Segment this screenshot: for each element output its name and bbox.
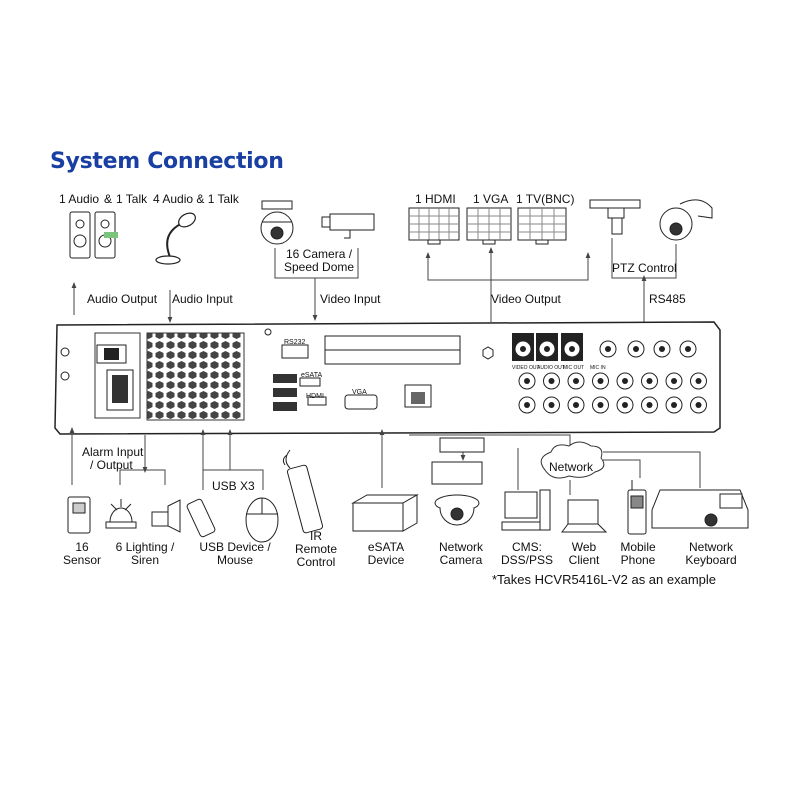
bnc-connector-pin: [548, 378, 555, 384]
label-ampersand: &: [104, 192, 113, 206]
bnc-connector-pin: [569, 346, 575, 352]
port-esata: eSATA: [301, 372, 323, 379]
label-video-output: Video Output: [491, 292, 561, 306]
web-client-laptop-icon: [561, 499, 608, 533]
bnc-connector-pin: [685, 346, 691, 352]
label-1-tv-bnc: 1 TV(BNC): [516, 192, 575, 206]
label-1-audio: 1 Audio: [59, 192, 100, 206]
network-cloud: [540, 441, 605, 479]
sensor-icon: [67, 496, 91, 534]
port-audio-out: AUDIO OUT: [537, 365, 565, 371]
ir-remote-icon: [282, 449, 324, 534]
bnc-connector-pin: [605, 346, 611, 352]
bnc-connector-pin: [659, 346, 665, 352]
siren-icon: [105, 499, 137, 529]
device-label-cms: CMS:DSS/PSS: [500, 540, 554, 567]
label-1-hdmi: 1 HDMI: [415, 192, 456, 206]
bnc-connector-pin: [633, 346, 639, 352]
bnc-connector-pin: [573, 378, 579, 384]
bnc-connector-pin: [622, 402, 628, 408]
wall-dome-camera-icon: [659, 199, 713, 241]
bnc-connector-pin: [671, 378, 677, 384]
bnc-connector-pin: [646, 402, 653, 408]
label-1-talk: 1 Talk: [116, 192, 148, 206]
box-camera-icon: [321, 213, 375, 239]
bnc-connector-pin: [544, 346, 550, 352]
device-label-lighting: 6 Lighting /Siren: [115, 540, 175, 567]
label-network: Network: [549, 460, 594, 474]
label-speed-dome: Speed Dome: [284, 260, 355, 274]
label-video-input: Video Input: [320, 292, 381, 306]
dvr-rear-panel: [54, 321, 721, 435]
port-vga: VGA: [352, 389, 367, 396]
bnc-connector-pin: [597, 378, 604, 384]
bnc-connector-pin: [622, 378, 628, 384]
port-hdmi: HDMI: [306, 393, 324, 400]
esata-device-icon: [351, 494, 419, 532]
lighting-icon: [151, 499, 181, 533]
mobile-phone-icon: [627, 480, 647, 535]
label-alarm-input: Alarm Input: [82, 445, 144, 459]
label-audio-output: Audio Output: [87, 292, 158, 306]
port-mic-out: MIC OUT: [563, 365, 585, 371]
label-rs485: RS485: [649, 292, 686, 306]
bnc-connector-pin: [520, 346, 526, 352]
diagram-title: System Connection: [50, 149, 284, 174]
port-video-out: VIDEO OUT: [512, 365, 540, 371]
network-camera-icon: [431, 437, 485, 526]
monitor-hdmi-icon: [408, 207, 460, 245]
mouse-icon: [245, 497, 279, 543]
bnc-connector-pin: [548, 402, 555, 408]
bnc-connector-pin: [573, 402, 579, 408]
label-4-audio-1-talk: 4 Audio & 1 Talk: [153, 192, 239, 206]
bnc-connector-pin: [524, 378, 530, 384]
network-keyboard-icon: [651, 489, 749, 529]
speaker-icon: [69, 211, 118, 259]
port-rs232: RS232: [284, 339, 306, 346]
device-label-usb: USB Device /Mouse: [199, 540, 271, 567]
label-usb-x3: USB X3: [212, 479, 255, 493]
speed-dome-camera-icon: [260, 200, 294, 245]
bnc-connector-pin: [597, 402, 604, 408]
bnc-connector-pin: [695, 378, 702, 384]
ptz-camera-icon: [589, 199, 641, 235]
monitor-tv-icon: [517, 207, 567, 245]
footnote: *Takes HCVR5416L-V2 as an example: [492, 572, 717, 587]
bnc-connector-grid: [514, 340, 707, 414]
label-alarm-output: / Output: [90, 458, 133, 472]
monitor-vga-icon: [466, 207, 512, 245]
bnc-connector-pin: [524, 402, 530, 408]
usb-device-icon: [186, 498, 216, 538]
bnc-connector-pin: [671, 402, 677, 408]
label-audio-input: Audio Input: [172, 292, 233, 306]
label-1-vga: 1 VGA: [473, 192, 509, 206]
port-mic-in: MIC IN: [590, 365, 606, 371]
cms-computer-icon: [501, 489, 551, 531]
label-ptz-control: PTZ Control: [612, 261, 677, 275]
label-16-camera: 16 Camera /: [286, 247, 353, 261]
bnc-connector-pin: [646, 378, 653, 384]
bnc-connector-pin: [695, 402, 702, 408]
microphone-icon: [155, 212, 196, 265]
